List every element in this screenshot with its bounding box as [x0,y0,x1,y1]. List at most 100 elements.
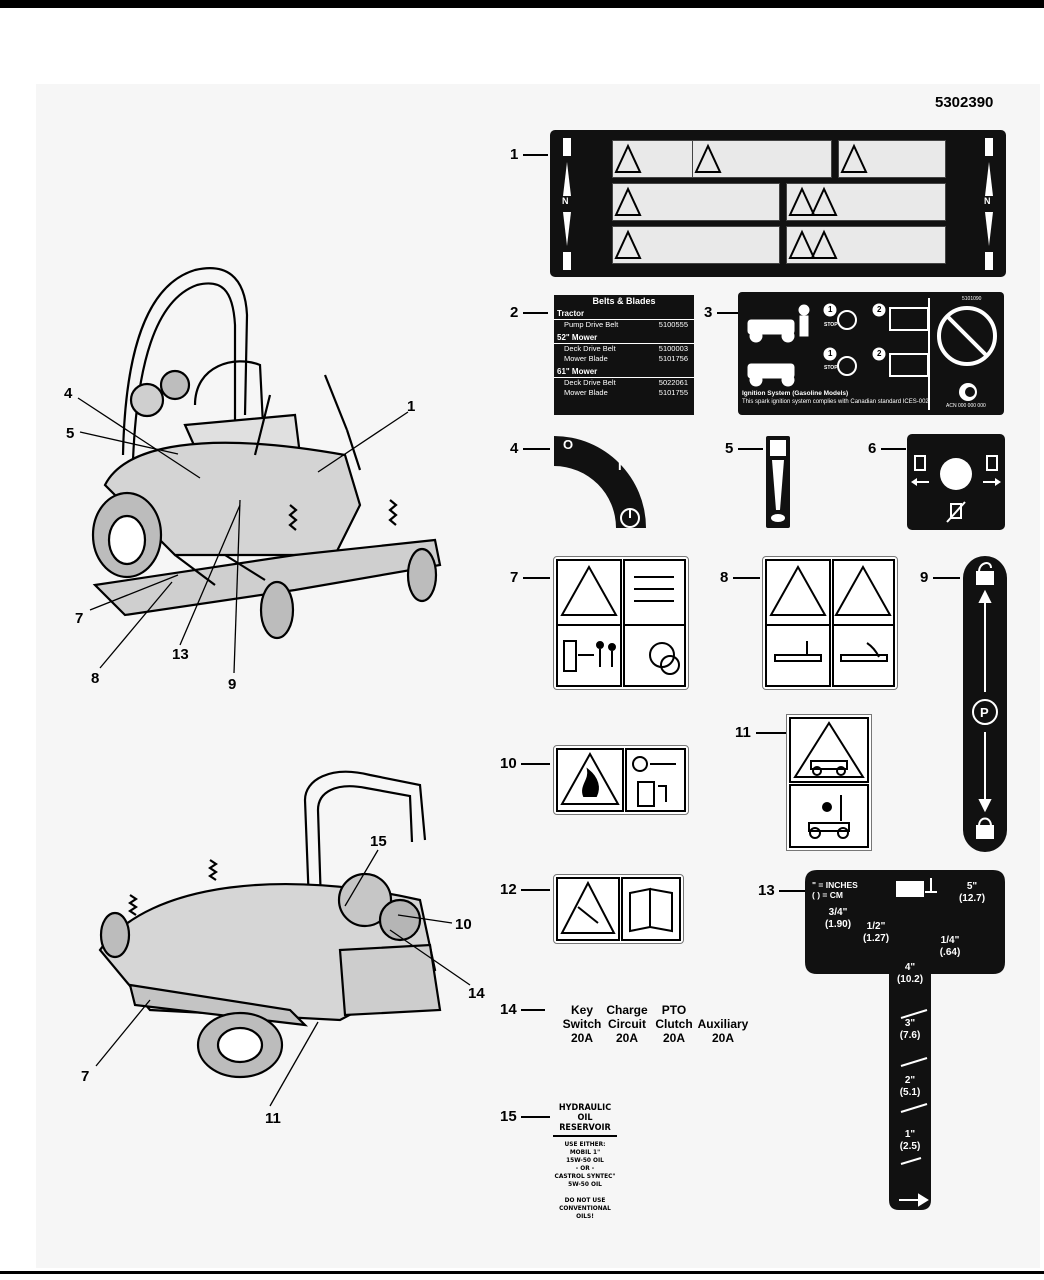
item-lead-8 [733,577,760,579]
mark-in: 4" [904,962,916,973]
gauge-mark-4in: 4"(10.2) [889,962,931,986]
hyd-oil-2-grade: 5W-50 OIL [568,1180,602,1188]
decal-9-park-brake: P [963,556,1007,852]
gauge-mark-3-4in: 3/4"(1.90) [818,907,858,931]
step-2-label-b: 2 [877,349,882,358]
section-61-mower: 61" Mower [554,366,694,378]
item-lead-1 [523,154,548,156]
hyd-title-1: HYDRAULIC OIL [558,1103,612,1123]
decal-4-ignition-arc [554,436,646,528]
mark-in: 5" [966,881,978,892]
rollover-icon [789,717,869,848]
step-1-label: 1 [828,305,833,314]
hyd-warning-1: DO NOT USE [564,1196,606,1204]
item-lead-2 [523,312,548,314]
fire-hazard-icon [556,748,686,812]
gauge-header-cm: ( ) = CM [812,890,843,900]
item-number-1: 1 [510,146,519,163]
item-number-12: 12 [500,881,517,898]
top-rule [0,0,1044,8]
decal-3-divider [928,298,930,410]
gauge-header: " = INCHES( ) = CM [812,880,858,900]
mark-cm: (10.2) [896,974,924,985]
item-number-6: 6 [868,440,877,457]
no-riders-prohibition-icon [937,306,997,366]
section-tractor: Tractor [554,308,694,320]
item-lead-13 [779,890,809,892]
mower-bottom-illustration [98,770,442,1079]
gauge-mark-1-2in: 1/2"(1.27) [856,921,896,945]
mark-cm: (5.1) [899,1087,921,1098]
item-number-5: 5 [725,440,734,457]
callout-13: 13 [172,646,189,663]
decal-3-code: 5101090 [962,296,982,302]
start-sequence-icon [747,303,929,387]
speed-range-left-icon [563,138,571,270]
callout-10: 10 [455,916,472,933]
item-number-14: 14 [500,1001,517,1018]
decal-3-starting-procedure: 5101090 1 2 1 2 STOP STOP Ignition Syste… [738,292,1004,415]
ignition-title: Ignition System (Gasoline Models) [742,390,849,397]
bottom-rule [0,1271,1044,1274]
stop-label-b: STOP [824,365,838,371]
item-lead-9 [933,577,960,579]
callout-8: 8 [91,670,100,687]
belt-code: 5022061 [658,378,688,387]
mark-in: 1/4" [940,935,960,946]
hyd-title-2: RESERVOIR [553,1123,617,1137]
mark-cm: (7.6) [899,1030,921,1041]
decal-12-read-manual [553,874,684,944]
decal-5-throttle [766,436,790,528]
callout-15: 15 [370,833,387,850]
mark-cm: (12.7) [958,893,986,904]
mark-in: 3/4" [828,907,848,918]
mark-in: 3" [904,1018,916,1029]
switch-on-label: I [618,458,622,473]
item-number-8: 8 [720,569,729,586]
mower-top-illustration [91,267,442,640]
speed-range-right-icon [985,138,993,270]
fuel-valve-icon [911,455,1001,523]
mark-cm: (2.5) [899,1141,921,1152]
gauge-header-inches: " = INCHES [812,880,858,890]
fuse-name-2: Auxiliary [697,1017,749,1031]
callout-11: 11 [265,1110,281,1127]
decal-15-hydraulic-oil: HYDRAULIC OIL RESERVOIR USE EITHER: MOBI… [553,1103,617,1220]
fuse-amps: 20A [662,1031,685,1045]
callout-7-bottom: 7 [81,1068,90,1085]
belt-label: Pump Drive Belt [564,320,619,329]
acn-number: ACN 000 000 000 [946,403,986,409]
item-number-3: 3 [704,304,713,321]
compliance-mark-icon [959,383,977,401]
gauge-mark-1-4in: 1/4"(.64) [930,935,970,959]
fuse-amps: 20A [711,1031,734,1045]
hyd-or: - OR - [575,1164,595,1172]
gauge-mark-3in: 3"(7.6) [889,1018,931,1042]
mark-cm: (.64) [939,947,961,958]
item-lead-10 [521,763,550,765]
hyd-oil-2: CASTROL SYNTEC" [554,1172,616,1180]
item-number-15: 15 [500,1108,517,1125]
item-lead-12 [521,889,550,891]
belt-code: 5100003 [658,344,688,353]
decal-6-fuel-selector [907,434,1005,530]
neutral-label-left: N [562,196,569,206]
blade-code: 5101756 [658,354,688,363]
warning-triangles-icon [614,143,868,259]
cutting-hazard-icon [765,559,895,687]
stop-label: STOP [824,322,838,328]
gauge-mark-1in: 1"(2.5) [889,1129,931,1153]
fuse-amps: 20A [615,1031,638,1045]
gauge-mark-5in: 5"(12.7) [950,881,994,905]
decal-10-fire-hazard [553,745,689,815]
callout-9: 9 [228,676,237,693]
